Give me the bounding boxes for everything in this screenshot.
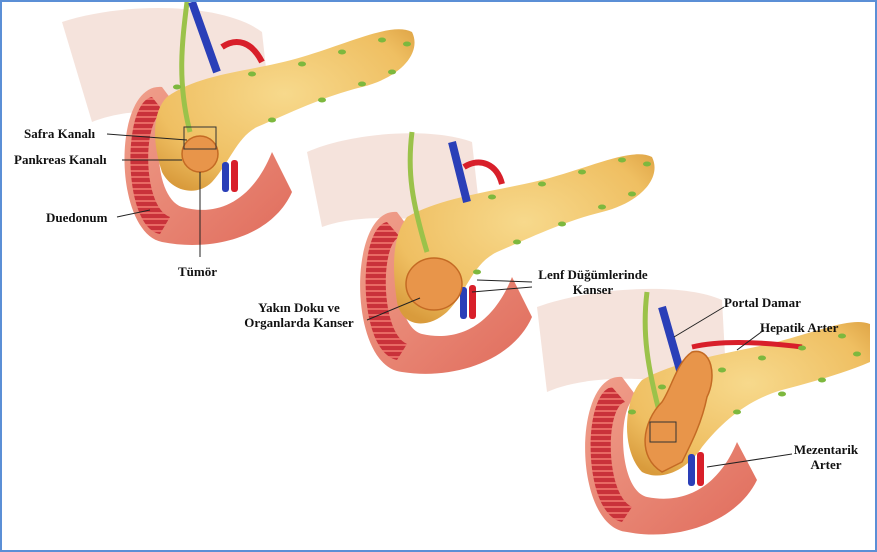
mesenteric-vein-1 [222,162,229,192]
label-portal-damar: Portal Damar [724,295,801,310]
label-lenf-dugumlerinde-kanser: Lenf Düğümlerinde Kanser [528,267,658,297]
label-tumor: Tümör [178,264,217,279]
label-yakin-doku-kanser: Yakın Doku ve Organlarda Kanser [234,300,364,330]
label-mezentarik-line-2: Arter [786,457,866,472]
mesenteric-vein-3 [688,454,695,486]
mesenteric-artery-1 [231,160,238,192]
label-mezentarik-arter: Mezentarik Arter [786,442,866,472]
tumor-1 [182,136,218,172]
mesenteric-artery-2 [469,285,476,319]
label-duedonum: Duedonum [46,210,107,225]
label-pankreas-kanali: Pankreas Kanalı [14,152,107,167]
tumor-2 [406,258,462,310]
label-hepatik-arter: Hepatik Arter [760,320,838,335]
mesenteric-artery-3 [697,452,704,486]
label-mezentarik-line-1: Mezentarik [786,442,866,457]
label-yakin-line-1: Yakın Doku ve [234,300,364,315]
label-lenf-line-1: Lenf Düğümlerinde [528,267,658,282]
label-lenf-line-2: Kanser [528,282,658,297]
label-safra-kanali: Safra Kanalı [24,126,95,141]
label-yakin-line-2: Organlarda Kanser [234,315,364,330]
